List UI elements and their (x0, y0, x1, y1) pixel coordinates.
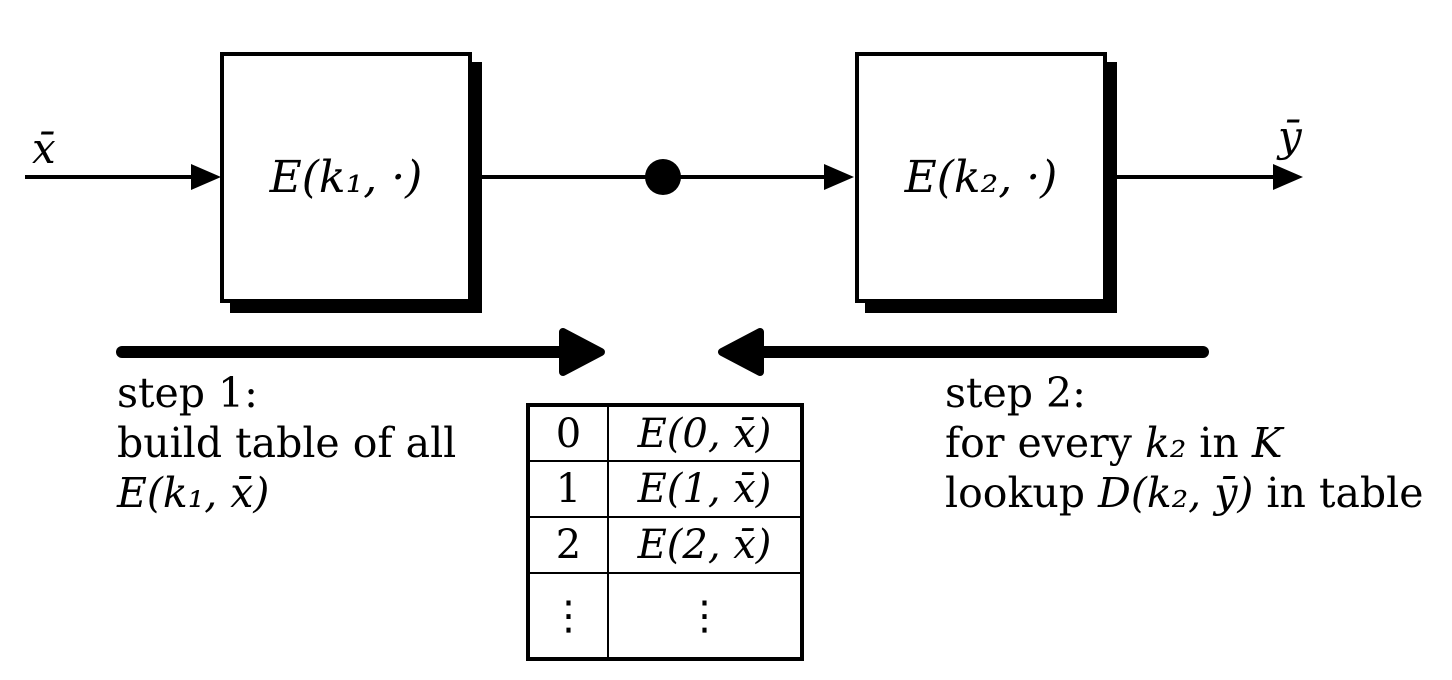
table-row: 0 E(0, x̄) (527, 404, 803, 462)
middle-wire (474, 159, 854, 195)
step2-text: step 2: for every k₂ in K lookup D(k₂, ȳ… (945, 368, 1424, 518)
step2-line1: step 2: (945, 369, 1086, 417)
table-key-cell: 2 (527, 516, 609, 574)
output-label: ȳ (1278, 112, 1302, 161)
step1-arrow (116, 328, 605, 376)
box2-label: E(k₂, ·) (904, 152, 1058, 203)
step2-arrow (718, 328, 1209, 376)
step1-line3: E(k₁, x̄) (117, 469, 270, 517)
table-value: E(1, x̄) (637, 466, 772, 512)
table-value-cell: E(0, x̄) (607, 404, 803, 462)
table-value: E(2, x̄) (637, 522, 772, 568)
table-key-cell: 0 (527, 404, 609, 462)
table-value: E(0, x̄) (637, 410, 772, 457)
step2-line2-mid: in (1186, 419, 1252, 467)
table-value-cell: E(1, x̄) (607, 460, 803, 518)
step2-line3-pre: lookup (945, 469, 1099, 517)
lookup-table: 0 E(0, x̄) 1 E(1, x̄) 2 E(2, x̄) ⋮ ⋮ (526, 403, 804, 661)
input-arrowhead-icon (191, 164, 221, 190)
step2-line2-key: k₂ (1144, 419, 1187, 467)
step2-arrowhead-icon (718, 328, 764, 376)
table-key-cell: 1 (527, 460, 609, 518)
step1-line1: step 1: (117, 369, 258, 417)
input-arrow (25, 164, 221, 190)
output-arrow (1107, 164, 1303, 190)
box1-label: E(k₁, ·) (269, 152, 423, 203)
step2-line2: for every k₂ in K (945, 418, 1424, 468)
input-label: x̄ (32, 124, 56, 173)
step1-line2: build table of all (117, 419, 457, 467)
step2-line3: lookup D(k₂, ȳ) in table (945, 468, 1424, 518)
encryption-box-1: E(k₁, ·) (220, 52, 472, 303)
table-key-cell: ⋮ (527, 572, 609, 660)
middle-arrowhead-icon (824, 164, 854, 190)
table-value-cell: E(2, x̄) (607, 516, 803, 574)
table-row: 2 E(2, x̄) (527, 516, 803, 574)
step2-line3-math: D(k₂, ȳ) (1098, 469, 1254, 517)
step2-line2-keyspace: K (1251, 419, 1283, 467)
encryption-box-2: E(k₂, ·) (855, 52, 1107, 303)
junction-dot-icon (645, 159, 681, 195)
output-arrowhead-icon (1273, 164, 1303, 190)
table-row: ⋮ ⋮ (527, 572, 803, 660)
step1-arrowhead-icon (559, 328, 605, 376)
step1-text: step 1: build table of all E(k₁, x̄) (117, 368, 456, 518)
table-row: 1 E(1, x̄) (527, 460, 803, 518)
step2-line3-post: in table (1253, 469, 1424, 517)
step2-line2-pre: for every (945, 419, 1145, 467)
table-value-cell: ⋮ (607, 572, 803, 660)
